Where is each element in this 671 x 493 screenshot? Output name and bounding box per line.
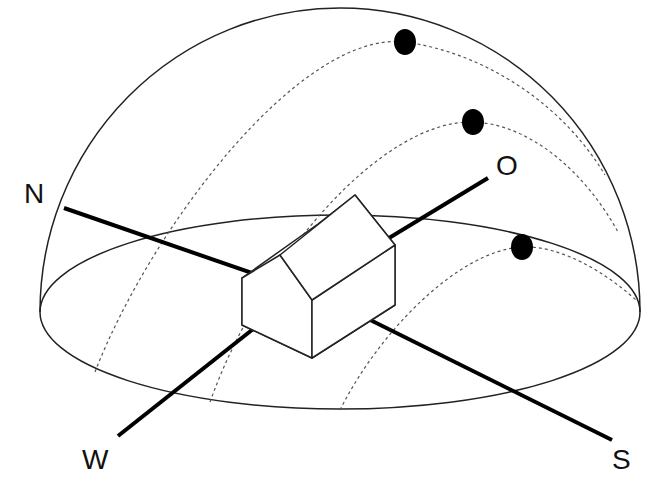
sky-dome: [40, 8, 640, 312]
compass-direction: S: [612, 446, 631, 474]
sun-paths: [95, 41, 636, 410]
compass-direction: W: [82, 446, 108, 474]
compass-direction: O: [496, 152, 518, 180]
compass-axes: [64, 178, 612, 440]
house: [242, 195, 395, 358]
sun-positions: [394, 29, 533, 260]
compass-direction: N: [24, 180, 44, 208]
